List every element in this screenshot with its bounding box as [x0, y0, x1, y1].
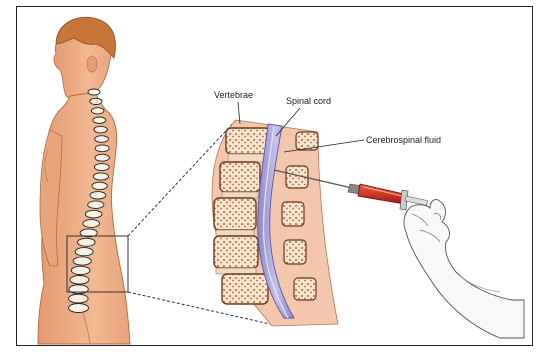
- vertebra: [71, 266, 90, 274]
- gloved-hand: [404, 199, 524, 338]
- magnified-spine-section: [212, 120, 338, 326]
- vertebra: [78, 238, 96, 246]
- vertebra: [93, 173, 108, 180]
- ear: [87, 56, 97, 72]
- vertebra: [95, 145, 109, 152]
- label-cerebrospinal-fluid: Cerebrospinal fluid: [366, 135, 441, 145]
- intervertebral-disc: [216, 268, 256, 274]
- spinous-process: [284, 240, 306, 264]
- vertebral-body: [214, 236, 258, 268]
- glove: [404, 199, 524, 338]
- spinous-process: [282, 202, 304, 226]
- vertebra: [91, 108, 104, 114]
- label-spinal-cord: Spinal cord: [286, 96, 331, 106]
- vertebra: [90, 98, 102, 104]
- vertebra: [94, 164, 109, 171]
- intervertebral-disc: [228, 154, 268, 162]
- vertebra: [70, 276, 89, 285]
- vertebra: [69, 304, 89, 313]
- syringe-plunger: [405, 196, 428, 205]
- vertebra: [92, 182, 107, 189]
- spinous-process: [294, 278, 316, 300]
- vertebral-body: [214, 198, 256, 230]
- vertebra: [90, 192, 106, 199]
- vertebra: [69, 294, 89, 303]
- vertebra: [83, 220, 100, 228]
- intervertebral-disc: [216, 230, 254, 236]
- vertebra: [75, 248, 93, 256]
- vertebral-body: [226, 128, 270, 154]
- vertebra: [94, 126, 107, 133]
- vertebral-body: [220, 162, 260, 192]
- vertebra: [85, 210, 102, 218]
- vertebra: [95, 136, 109, 143]
- vertebra: [93, 117, 106, 123]
- vertebra: [88, 201, 104, 209]
- vertebra: [95, 154, 109, 161]
- intervertebral-disc: [222, 192, 258, 198]
- vertebra: [88, 89, 100, 95]
- vertebra: [73, 257, 91, 265]
- vertebral-body: [222, 274, 268, 304]
- label-vertebrae: Vertebrae: [214, 90, 253, 100]
